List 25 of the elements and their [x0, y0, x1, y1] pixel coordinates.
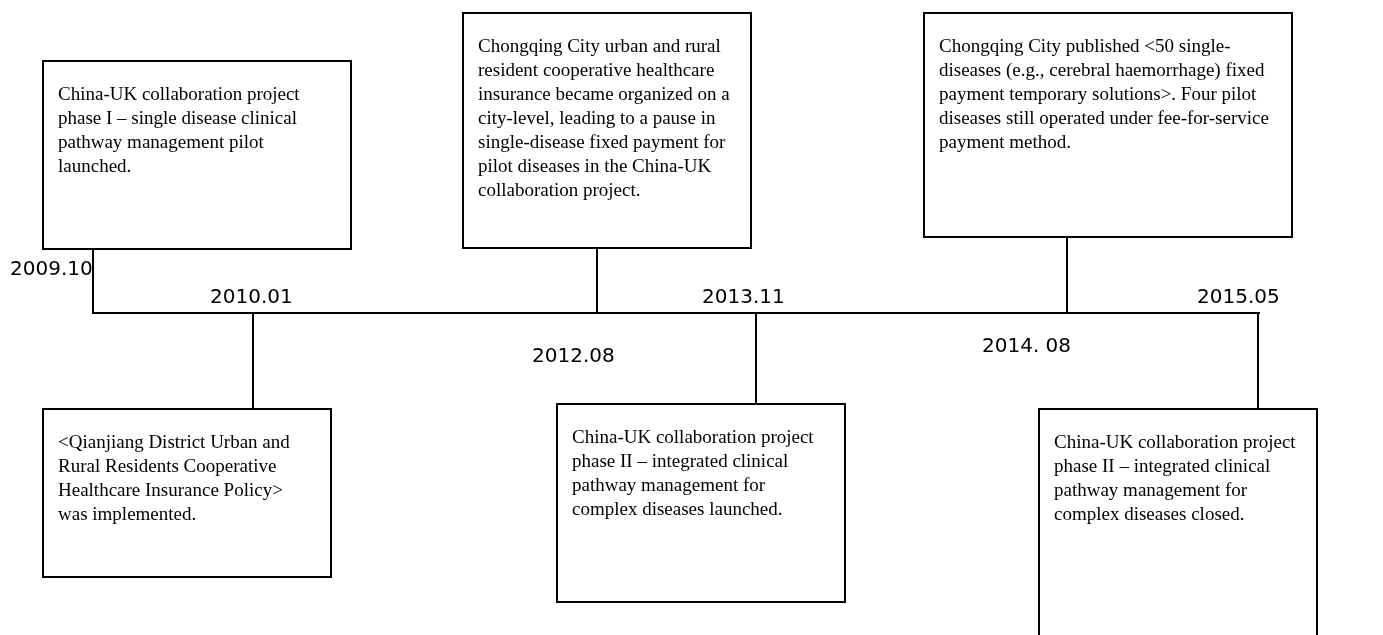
timeline-line — [92, 312, 1260, 314]
connector-line — [755, 313, 757, 404]
date-label: 2013.11 — [702, 284, 785, 308]
connector-line — [1066, 237, 1068, 313]
event-text: China-UK collaboration project phase II – integrated clinical pathway management for complex diseases launched. — [572, 425, 815, 521]
connector-line — [252, 313, 254, 409]
date-label: 2015.05 — [1197, 284, 1280, 308]
date-label: 2009.10 — [10, 256, 93, 280]
event-box — [42, 408, 332, 578]
event-text: China-UK collaboration project phase II – integrated clinical pathway management for complex diseases closed. — [1054, 430, 1297, 526]
event-text: Chongqing City published <50 single-diseases (e.g., cerebral haemorrhage) fixed payment temporary solutions>. Four pilot diseases still operated under fee-for-service payment method. — [939, 34, 1270, 154]
event-text: Chongqing City urban and rural resident cooperative healthcare insurance became organized on a city-level, leading to a pause in single-disease fixed payment for pilot diseases in the China-UK collaboration project. — [478, 34, 731, 202]
event-box — [556, 403, 846, 603]
connector-line — [1257, 313, 1259, 409]
date-label: 2014. 08 — [982, 333, 1072, 357]
event-box — [462, 12, 752, 249]
date-label: 2012.08 — [532, 343, 615, 367]
date-label: 2010.01 — [210, 284, 293, 308]
event-text: China-UK collaboration project phase I – single disease clinical pathway management pilot launched. — [58, 82, 301, 178]
connector-line — [596, 248, 598, 313]
event-box — [1038, 408, 1318, 635]
event-text: <Qianjiang District Urban and Rural Residents Cooperative Healthcare Insurance Policy> was implemented. — [58, 430, 291, 526]
connector-line — [92, 249, 94, 313]
event-box — [42, 60, 352, 250]
event-box — [923, 12, 1293, 238]
